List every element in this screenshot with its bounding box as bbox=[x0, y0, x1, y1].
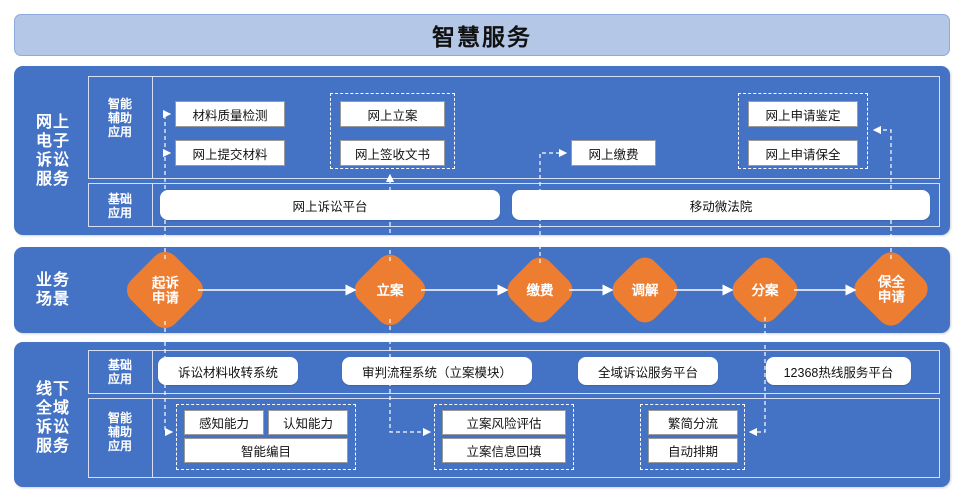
section-online-label: 网上 电子 诉讼 服务 bbox=[35, 114, 70, 188]
divider bbox=[152, 398, 153, 478]
box-filing-risk-assessment[interactable]: 立案风险评估 bbox=[442, 410, 566, 435]
box-online-submit-material[interactable]: 网上提交材料 bbox=[175, 140, 285, 166]
box-material-transfer-system[interactable]: 诉讼材料收转系统 bbox=[158, 357, 298, 385]
page-title: 智慧服务 bbox=[432, 24, 532, 50]
box-trial-process-system[interactable]: 审判流程系统（立案模块） bbox=[342, 357, 532, 385]
box-complex-simple-diversion[interactable]: 繁简分流 bbox=[648, 410, 738, 435]
online-smart-row-title: 智能 辅助 应用 bbox=[107, 96, 132, 139]
step-label: 立案 bbox=[376, 282, 404, 298]
online-preservation-group bbox=[738, 93, 868, 169]
box-12368-hotline-platform[interactable]: 12368热线服务平台 bbox=[766, 357, 911, 385]
offline-filing-group bbox=[434, 404, 574, 470]
box-mobile-micro-court[interactable]: 移动微法院 bbox=[512, 190, 930, 220]
box-perception-ability[interactable]: 感知能力 bbox=[184, 410, 264, 435]
offline-smart-row-title: 智能 辅助 应用 bbox=[107, 411, 132, 453]
step-label: 分案 bbox=[751, 282, 779, 298]
offline-assignment-group bbox=[640, 404, 745, 470]
offline-smart-row bbox=[88, 398, 940, 478]
box-regional-service-platform[interactable]: 全域诉讼服务平台 bbox=[578, 357, 718, 385]
online-base-row-title: 基础 应用 bbox=[107, 192, 132, 220]
box-auto-scheduling[interactable]: 自动排期 bbox=[648, 438, 738, 463]
box-smart-cataloging[interactable]: 智能编目 bbox=[184, 438, 348, 463]
box-online-case-filing[interactable]: 网上立案 bbox=[340, 101, 445, 127]
online-smart-row bbox=[88, 76, 940, 179]
step-label: 起诉 申请 bbox=[151, 275, 179, 305]
box-cognition-ability[interactable]: 认知能力 bbox=[268, 410, 348, 435]
online-base-row bbox=[88, 183, 940, 227]
box-online-payment[interactable]: 网上缴费 bbox=[571, 140, 656, 166]
offline-ai-group bbox=[176, 404, 356, 470]
box-filing-info-backfill[interactable]: 立案信息回填 bbox=[442, 438, 566, 463]
divider bbox=[152, 76, 153, 179]
section-scene-label: 业务 场景 bbox=[35, 272, 70, 308]
box-online-apply-appraisal[interactable]: 网上申请鉴定 bbox=[748, 101, 858, 127]
box-online-apply-preservation[interactable]: 网上申请保全 bbox=[748, 140, 858, 166]
box-material-quality-check[interactable]: 材料质量检测 bbox=[175, 101, 285, 127]
page-title-bar: 智慧服务 bbox=[14, 14, 950, 56]
online-filing-group bbox=[330, 93, 455, 169]
offline-base-row-title: 基础 应用 bbox=[107, 358, 132, 386]
step-label: 调解 bbox=[631, 282, 659, 298]
section-offline-label: 线下 全域 诉讼 服务 bbox=[35, 381, 70, 455]
offline-base-row bbox=[88, 350, 940, 394]
divider bbox=[152, 350, 153, 394]
step-label: 缴费 bbox=[526, 282, 554, 298]
step-label: 保全 申请 bbox=[877, 274, 905, 304]
divider bbox=[152, 183, 153, 227]
box-online-litigation-platform[interactable]: 网上诉讼平台 bbox=[160, 190, 500, 220]
box-online-receive-document[interactable]: 网上签收文书 bbox=[340, 140, 445, 166]
